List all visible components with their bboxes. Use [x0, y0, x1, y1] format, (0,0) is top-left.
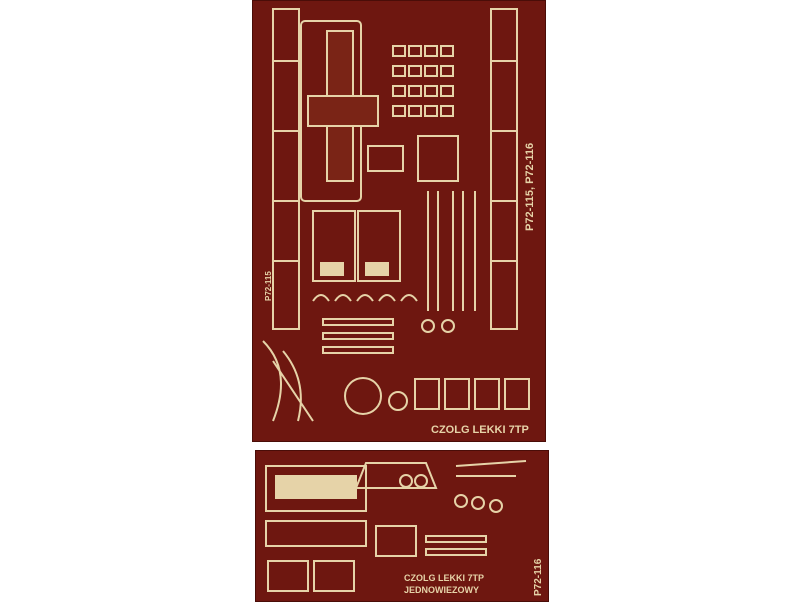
small-fret-side-code: P72-116	[533, 558, 544, 596]
hatch-part	[367, 145, 404, 172]
louver-plate	[265, 520, 367, 547]
large-photo-etch-fret: P72-115, P72-116 CZOLG LEKKI 7TP P72-115	[252, 0, 546, 442]
track-strip-left	[272, 8, 300, 330]
grille-left	[312, 210, 356, 282]
large-fret-parts: P72-115, P72-116 CZOLG LEKKI 7TP P72-115	[262, 8, 536, 436]
small-fret-subtitle: JEDNOWIEZOWY	[404, 585, 479, 595]
small-fret-parts: CZOLG LEKKI 7TP JEDNOWIEZOWY P72-116	[265, 460, 544, 596]
small-parts-grid	[392, 45, 454, 117]
grille-right	[357, 210, 401, 282]
cross-part-horizontal	[307, 95, 379, 127]
round-plate	[344, 377, 382, 415]
track-strip-right	[490, 8, 518, 330]
large-fret-side-code: P72-115, P72-116	[524, 143, 536, 231]
grille-small-left	[267, 560, 309, 592]
grille-small-right	[313, 560, 355, 592]
large-fret-left-code: P72-115	[264, 271, 273, 301]
box-part	[417, 135, 459, 182]
large-fret-title: CZOLG LEKKI 7TP	[431, 424, 529, 436]
small-fret-title: CZOLG LEKKI 7TP	[404, 573, 484, 583]
small-photo-etch-fret: CZOLG LEKKI 7TP JEDNOWIEZOWY P72-116	[255, 450, 549, 602]
turret-plate	[354, 462, 438, 489]
